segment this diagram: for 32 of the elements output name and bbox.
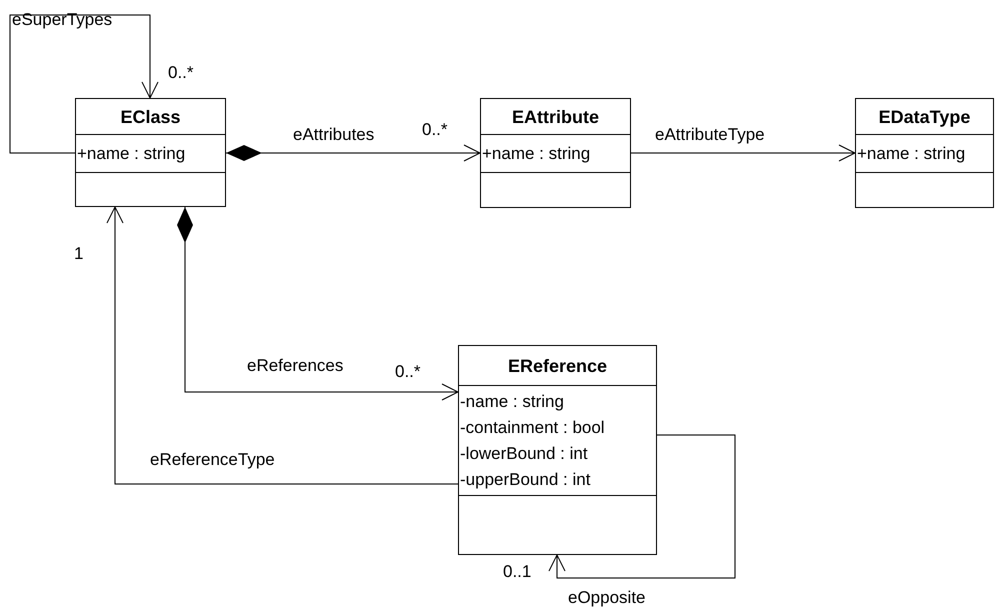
composition-arrow	[226, 144, 480, 162]
attribute-text: +name : string	[481, 142, 592, 164]
edge-label: eOpposite	[568, 587, 646, 608]
edge-label: eReferenceType	[150, 449, 275, 470]
class-name: EClass	[120, 108, 181, 126]
class-box	[75, 98, 226, 207]
edge-label: eSuperTypes	[12, 9, 112, 30]
composition-arrow	[177, 206, 458, 400]
edge-label: eReferences	[247, 355, 344, 376]
class-name: EDataType	[878, 108, 970, 126]
multiplicity-label: 0..*	[422, 119, 448, 140]
class-box	[458, 345, 657, 555]
association-arrow	[548, 434, 736, 578]
multiplicity-label: 0..1	[503, 561, 532, 582]
class-name: EReference	[508, 356, 608, 374]
attribute-text: -name : string	[459, 390, 565, 412]
attribute-text: +name : string	[76, 142, 186, 164]
edge-label: eAttributeType	[655, 124, 765, 146]
attribute-text: +name : string	[856, 142, 966, 164]
attribute-text: -lowerBound : int	[459, 442, 589, 464]
association-arrow	[106, 206, 458, 484]
multiplicity-label: 0..*	[395, 361, 421, 382]
class-name: EAttribute	[512, 108, 599, 126]
attribute-text: -containment : bool	[459, 416, 606, 438]
class-box	[855, 98, 994, 208]
edge-label: eAttributes	[293, 124, 374, 146]
attribute-text: -upperBound : int	[459, 468, 592, 490]
multiplicity-label: 1	[74, 243, 84, 264]
class-box	[480, 98, 631, 208]
association-arrow	[10, 14, 158, 154]
association-arrow	[630, 144, 856, 162]
multiplicity-label: 0..*	[168, 62, 194, 84]
